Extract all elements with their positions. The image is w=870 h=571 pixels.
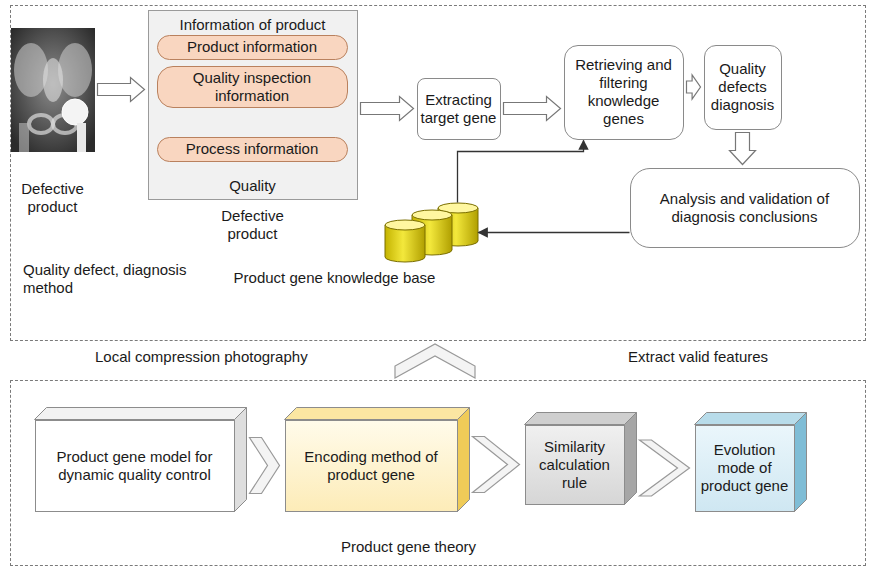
block-arrow	[504, 97, 561, 121]
node-label: Product gene model for dynamic quality c…	[44, 448, 226, 484]
hip-implant	[62, 99, 88, 125]
region-caption: Product gene theory	[341, 538, 476, 556]
cube-top-face	[525, 413, 637, 425]
cylinder-body	[385, 225, 425, 262]
node-label: Process information	[186, 140, 319, 158]
chevron-arrow	[395, 344, 475, 378]
info-pill: Quality inspection information	[157, 66, 348, 108]
node-label: Similarity calculation rule	[530, 438, 620, 492]
cube-top-face	[695, 413, 807, 425]
block-arrow	[687, 75, 701, 99]
node-label: Extracting target gene	[421, 91, 497, 127]
chevron-arrow	[250, 438, 280, 494]
arrow-line	[479, 232, 630, 233]
cube-faces	[35, 408, 807, 512]
cylinder-top	[385, 220, 425, 230]
cube-side-face	[458, 408, 470, 512]
database-node: Product gene knowledge base	[385, 203, 478, 263]
chevron-arrow	[473, 437, 520, 493]
block-arrow	[98, 78, 145, 102]
info-pill: Process information	[157, 137, 348, 162]
chevron-arrow	[640, 440, 690, 496]
xray-image-frame: Defective product	[11, 28, 95, 152]
pelvis-bone	[58, 43, 92, 97]
process-box: Analysis and validation of diagnosis con…	[630, 168, 860, 248]
xray-background	[11, 28, 95, 152]
cube-side-face	[625, 413, 637, 505]
cube-top-face	[35, 408, 247, 420]
process-box: Extracting target gene	[417, 78, 501, 140]
block-arrow	[730, 133, 756, 165]
sacrum-bone	[43, 58, 63, 102]
section-label: Extract valid features	[628, 348, 768, 366]
node-label: Quality defects diagnosis	[708, 60, 778, 114]
node-label: Evolution mode of product gene	[700, 441, 790, 495]
panel-caption: Defective product	[207, 207, 299, 243]
pelvis-bone	[14, 43, 48, 97]
node-label: Analysis and validation of diagnosis con…	[639, 190, 851, 226]
cube-box: Evolution mode of product gene	[695, 425, 795, 512]
dashed-region: Quality defect, diagnosis method Defectiv…	[10, 5, 866, 341]
node-label: Encoding method of product gene	[294, 448, 449, 484]
pubic-ring	[29, 115, 53, 133]
region-caption: Quality defect, diagnosis method	[23, 261, 218, 297]
cube-box: Encoding method of product gene	[285, 420, 458, 512]
image-caption: Defective product	[8, 180, 98, 216]
panel-heading: Information of product	[153, 16, 353, 34]
process-box: Quality defects diagnosis	[704, 45, 782, 130]
database-cylinders	[385, 203, 478, 262]
node-label: Retrieving and filtering knowledge genes	[568, 56, 680, 128]
cube-side-face	[795, 413, 807, 512]
cube-top-face	[285, 408, 470, 420]
panel-footer: Quality	[153, 177, 353, 195]
process-box: Retrieving and filtering knowledge genes	[564, 45, 684, 140]
info-pill: Product information	[157, 35, 348, 60]
section-label: Local compression photography	[95, 348, 308, 366]
implant-stem	[77, 123, 86, 152]
node-label: Quality inspection information	[164, 69, 341, 105]
cube-side-face	[235, 408, 247, 512]
arrow-line	[458, 141, 584, 203]
dashed-region: Product gene theory Product gene model fo…	[10, 380, 866, 566]
block-arrow	[361, 97, 414, 121]
node-label: Product information	[187, 38, 317, 56]
cube-box: Similarity calculation rule	[525, 425, 625, 505]
femur-bone	[19, 123, 29, 152]
xray-image	[11, 28, 95, 152]
cube-box: Product gene model for dynamic quality c…	[35, 420, 235, 512]
info-panel: Information of productQualityDefective p…	[148, 10, 358, 200]
database-caption: Product gene knowledge base	[234, 269, 436, 287]
cylinder-top	[412, 210, 452, 220]
